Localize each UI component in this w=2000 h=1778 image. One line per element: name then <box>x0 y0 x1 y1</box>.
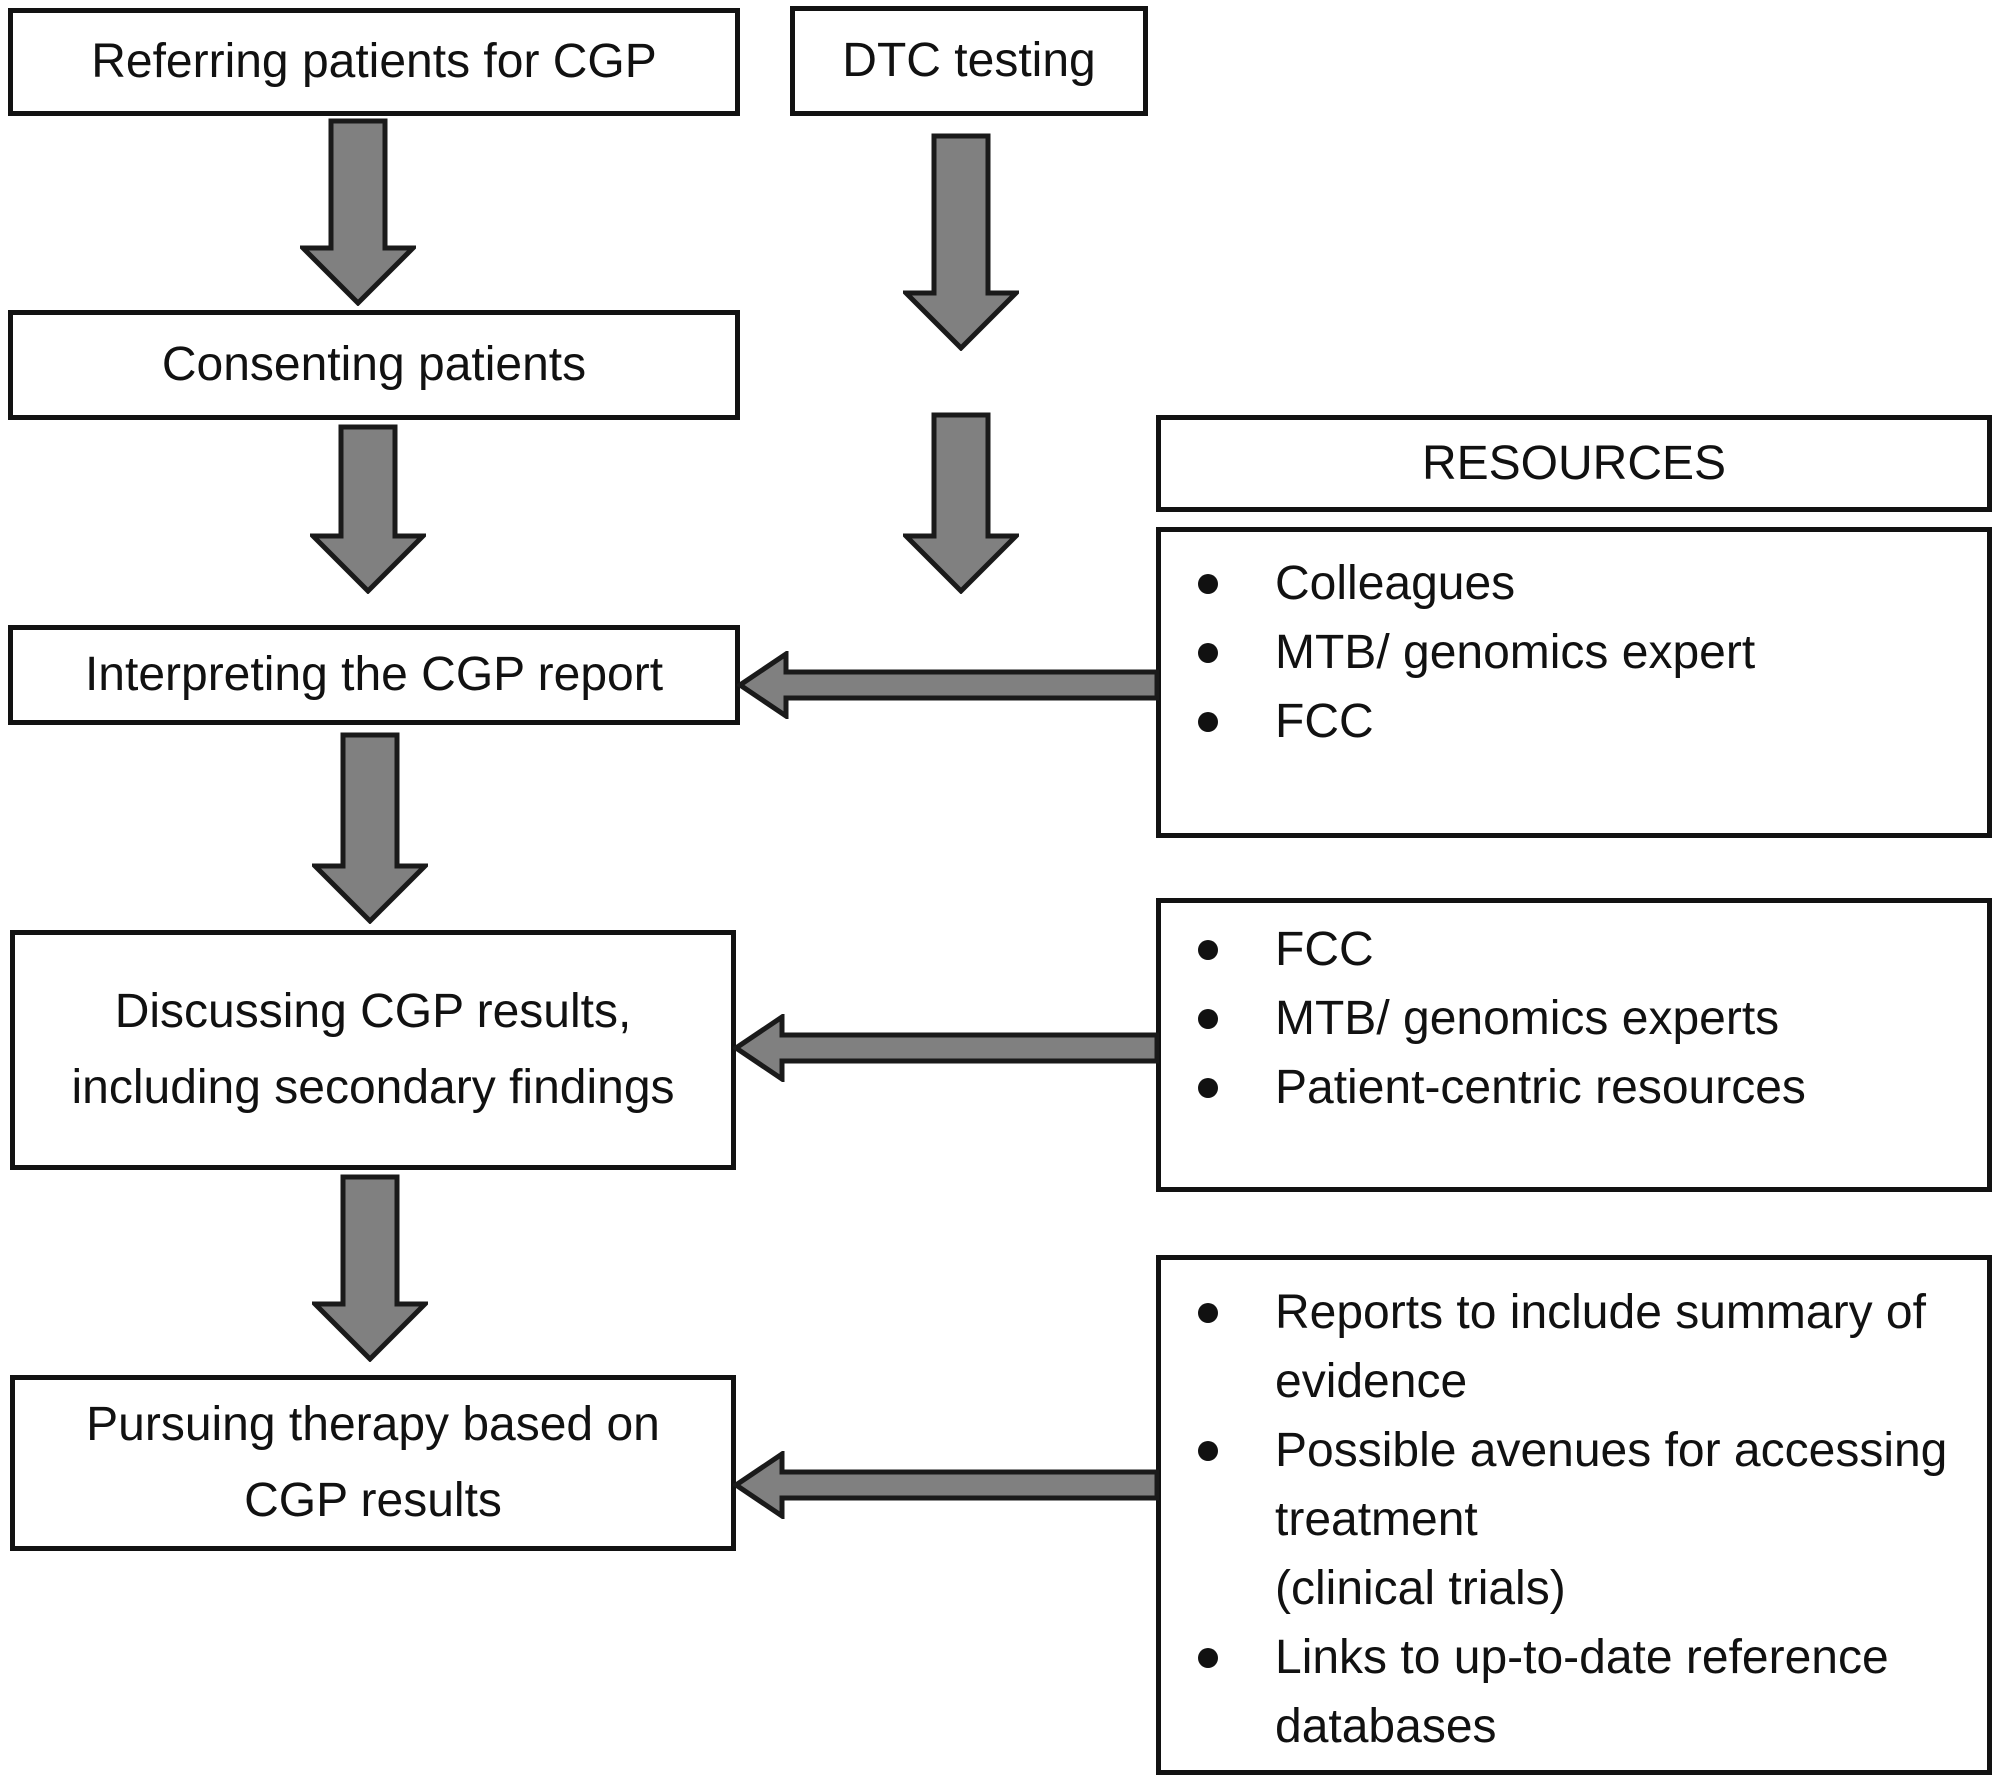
flow-box-interpreting-report: Interpreting the CGP report <box>8 625 740 725</box>
left-arrow-shape <box>737 651 1159 719</box>
bullet-text: Links to up-to-date reference databases <box>1275 1623 1889 1761</box>
down-arrow-shape <box>903 133 1019 351</box>
bullet-line: MTB/ genomics expert <box>1275 626 1756 679</box>
flow-box-label: Referring patients for CGP <box>91 35 657 88</box>
bullet-dot-icon <box>1198 712 1218 732</box>
bullet-line: databases <box>1275 1700 1497 1753</box>
left-arrow-icon <box>737 651 1159 719</box>
bullet-text: Colleagues <box>1275 549 1515 618</box>
bullet-item: FCC <box>1161 915 1987 984</box>
bullet-item: FCC <box>1161 687 1987 756</box>
flow-box-referring-patients: Referring patients for CGP <box>8 8 740 116</box>
flow-box-label: Interpreting the CGP report <box>84 648 664 701</box>
bullet-item: Colleagues <box>1161 549 1987 618</box>
flow-box-label: including secondary findings <box>71 1061 675 1114</box>
bullet-dot-icon <box>1198 643 1218 663</box>
bullet-dot-icon <box>1198 1648 1218 1668</box>
bullet-line: (clinical trials) <box>1275 1562 1566 1615</box>
down-arrow-icon <box>903 412 1019 594</box>
resources-box-pursuing: Reports to include summary of evidence P… <box>1156 1255 1992 1775</box>
bullet-dot-icon <box>1198 574 1218 594</box>
flow-box-label: Pursuing therapy based on <box>86 1398 660 1451</box>
down-arrow-icon <box>903 133 1019 351</box>
bullet-line: Patient-centric resources <box>1275 1061 1806 1114</box>
bullet-text: FCC <box>1275 687 1374 756</box>
bullet-dot-icon <box>1198 1303 1218 1323</box>
flow-box-discussing-results: Discussing CGP results, including second… <box>10 930 736 1170</box>
flow-box-consenting-patients: Consenting patients <box>8 310 740 420</box>
down-arrow-shape <box>903 412 1019 594</box>
bullet-text: FCC <box>1275 915 1374 984</box>
bullet-text: MTB/ genomics experts <box>1275 984 1779 1053</box>
left-arrow-icon <box>733 1451 1159 1519</box>
bullet-line: Reports to include summary of <box>1275 1286 1926 1339</box>
bullet-item: Possible avenues for accessing treatment… <box>1161 1416 1987 1623</box>
bullet-text: Reports to include summary of evidence <box>1275 1278 1926 1416</box>
bullet-dot-icon <box>1198 1078 1218 1098</box>
down-arrow-icon <box>312 732 428 924</box>
down-arrow-icon <box>310 424 426 594</box>
bullet-text: Patient-centric resources <box>1275 1053 1806 1122</box>
bullet-text: MTB/ genomics expert <box>1275 618 1755 687</box>
bullet-item: MTB/ genomics expert <box>1161 618 1987 687</box>
down-arrow-shape <box>312 1174 428 1362</box>
bullet-item: Reports to include summary of evidence <box>1161 1278 1987 1416</box>
down-arrow-icon <box>312 1174 428 1362</box>
resources-box-interpreting: Colleagues MTB/ genomics expert FCC <box>1156 527 1992 838</box>
resources-box-discussing: FCC MTB/ genomics experts Patient-centri… <box>1156 898 1992 1192</box>
bullet-item: Links to up-to-date reference databases <box>1161 1623 1987 1761</box>
bullet-dot-icon <box>1198 940 1218 960</box>
flow-box-label: CGP results <box>244 1474 502 1527</box>
bullet-item: MTB/ genomics experts <box>1161 984 1987 1053</box>
bullet-line: FCC <box>1275 923 1374 976</box>
resources-header-label: RESOURCES <box>1421 436 1727 490</box>
flow-box-label: Consenting patients <box>161 338 587 391</box>
bullet-item: Patient-centric resources <box>1161 1053 1987 1122</box>
flow-box-label: DTC testing <box>842 34 1096 87</box>
flow-box-dtc-testing: DTC testing <box>790 6 1148 116</box>
left-arrow-shape <box>733 1451 1159 1519</box>
bullet-line: Links to up-to-date reference <box>1275 1631 1889 1684</box>
bullet-line: evidence <box>1275 1355 1468 1408</box>
down-arrow-shape <box>310 424 426 594</box>
bullet-line: treatment <box>1275 1493 1478 1546</box>
bullet-line: Possible avenues for accessing <box>1275 1424 1948 1477</box>
down-arrow-icon <box>300 118 416 306</box>
bullet-dot-icon <box>1198 1441 1218 1461</box>
down-arrow-shape <box>312 732 428 924</box>
bullet-line: MTB/ genomics experts <box>1275 992 1780 1045</box>
bullet-text: Possible avenues for accessing treatment… <box>1275 1416 1947 1623</box>
left-arrow-shape <box>733 1014 1159 1082</box>
resources-header-box: RESOURCES <box>1156 415 1992 512</box>
bullet-dot-icon <box>1198 1009 1218 1029</box>
down-arrow-shape <box>300 118 416 306</box>
flow-box-label: Discussing CGP results, <box>114 985 632 1038</box>
flow-box-pursuing-therapy: Pursuing therapy based on CGP results <box>10 1375 736 1551</box>
bullet-line: FCC <box>1275 695 1374 748</box>
bullet-line: Colleagues <box>1275 557 1516 610</box>
left-arrow-icon <box>733 1014 1159 1082</box>
